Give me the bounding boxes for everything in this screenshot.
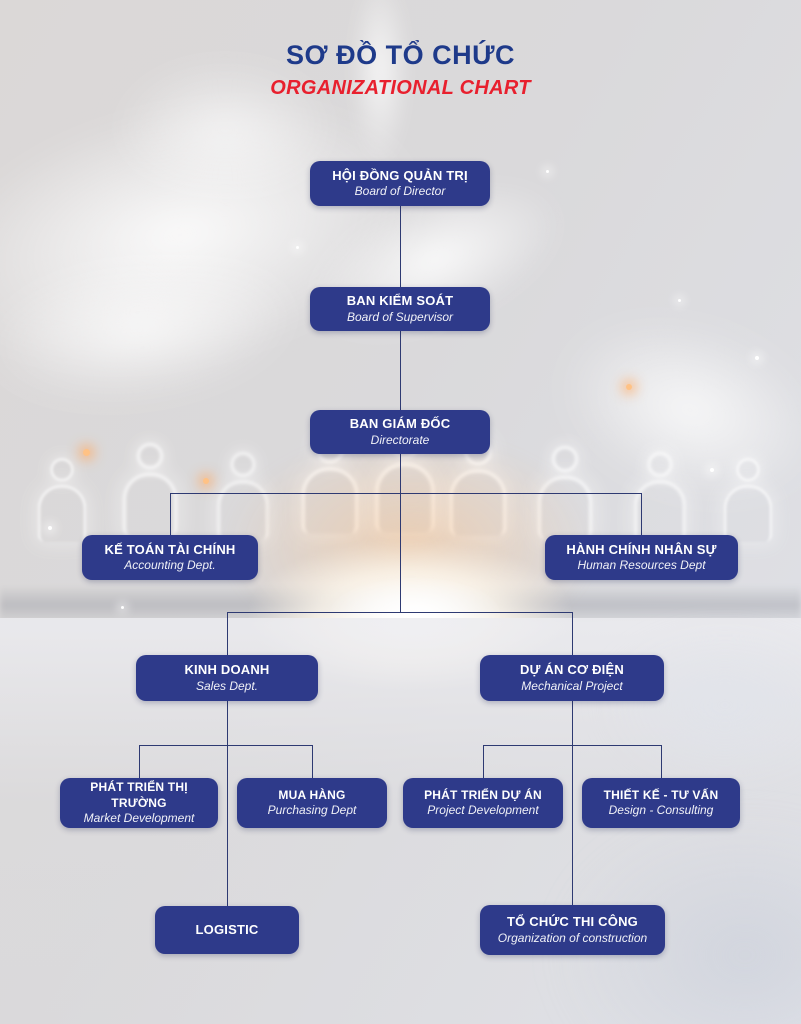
connector-line [139, 745, 140, 778]
sparkle [203, 478, 209, 484]
light-burst-core [330, 578, 500, 650]
node-subtitle-en: Sales Dept. [195, 678, 259, 693]
org-node-accounting-dept: KẾ TOÁN TÀI CHÍNH Accounting Dept. [82, 535, 258, 580]
node-subtitle-en: Board of Supervisor [346, 309, 454, 324]
node-subtitle-en: Project Development [427, 803, 539, 818]
org-node-board-of-supervisor: BAN KIỂM SOÁT Board of Supervisor [310, 287, 490, 331]
sparkle [710, 468, 714, 472]
connector-line [483, 745, 484, 778]
org-node-purchasing-dept: MUA HÀNG Purchasing Dept [237, 778, 387, 828]
node-subtitle-en: Human Resources Dept [577, 558, 706, 573]
connector-line [170, 493, 171, 535]
connector-line [312, 745, 313, 778]
connector-line [572, 612, 573, 655]
org-node-sales-dept: KINH DOANH Sales Dept. [136, 655, 318, 701]
connector-line [227, 700, 228, 906]
node-title-vi: LOGISTIC [195, 921, 259, 937]
sparkle [626, 384, 632, 390]
org-node-directorate: BAN GIÁM ĐỐC Directorate [310, 410, 490, 454]
page-title: SƠ ĐỒ TỔ CHỨC [286, 40, 515, 70]
node-title-vi: HÀNH CHÍNH NHÂN SỰ [566, 541, 717, 557]
org-node-market-development: PHÁT TRIỂN THỊ TRƯỜNG Market Development [60, 778, 218, 828]
node-title-vi: DỰ ÁN CƠ ĐIỆN [520, 662, 624, 678]
org-node-organization-of-construction: TỔ CHỨC THI CÔNG Organization of constru… [480, 905, 665, 955]
bg-blob [600, 625, 801, 785]
connector-line [400, 206, 401, 287]
node-title-vi: THIẾT KẾ - TƯ VẤN [603, 787, 719, 802]
org-node-board-of-director: HỘI ĐỒNG QUẢN TRỊ Board of Director [310, 161, 490, 206]
person-silhouette [217, 452, 269, 541]
connector-line [483, 745, 661, 746]
warm-glow [220, 430, 600, 660]
connector-line [400, 330, 401, 410]
org-node-mechanical-project: DỰ ÁN CƠ ĐIỆN Mechanical Project [480, 655, 664, 701]
node-subtitle-en: Design - Consulting [608, 803, 714, 818]
node-subtitle-en: Accounting Dept. [124, 558, 216, 573]
org-node-project-development: PHÁT TRIỂN DỰ ÁN Project Development [403, 778, 563, 828]
node-title-vi: KINH DOANH [184, 662, 270, 678]
node-title-vi: KẾ TOÁN TÀI CHÍNH [104, 541, 236, 557]
person-silhouette [634, 452, 686, 541]
sparkle [48, 526, 52, 530]
org-node-human-resources-dept: HÀNH CHÍNH NHÂN SỰ Human Resources Dept [545, 535, 738, 580]
connector-line [227, 612, 228, 655]
person-silhouette [37, 458, 87, 542]
node-title-vi: HỘI ĐỒNG QUẢN TRỊ [332, 167, 468, 183]
node-subtitle-en: Directorate [370, 432, 430, 447]
hand-silhouette [0, 55, 452, 415]
org-node-design-consulting: THIẾT KẾ - TƯ VẤN Design - Consulting [582, 778, 740, 828]
bg-blob [535, 287, 801, 533]
connector-line [227, 612, 572, 613]
node-subtitle-en: Purchasing Dept [267, 803, 357, 818]
node-subtitle-en: Organization of construction [497, 930, 648, 945]
node-subtitle-en: Market Development [83, 811, 195, 826]
node-title-vi: BAN KIỂM SOÁT [346, 293, 454, 309]
person-silhouette [723, 458, 773, 542]
node-title-vi: PHÁT TRIỂN DỰ ÁN [424, 787, 542, 802]
sparkle [678, 299, 681, 302]
connector-line [641, 493, 642, 535]
node-title-vi: MUA HÀNG [278, 787, 346, 802]
connector-line [139, 745, 312, 746]
sparkle [296, 246, 299, 249]
connector-line [170, 493, 641, 494]
connector-line [400, 454, 401, 612]
org-node-logistic: LOGISTIC [155, 906, 299, 954]
node-subtitle-en: Board of Director [354, 184, 446, 199]
page-subtitle: ORGANIZATIONAL CHART [270, 77, 531, 99]
sparkle [83, 449, 90, 456]
node-title-vi: PHÁT TRIỂN THỊ TRƯỜNG [90, 779, 188, 810]
chart-header: SƠ ĐỒ TỔ CHỨC ORGANIZATIONAL CHART [0, 40, 801, 100]
connector-line [572, 700, 573, 905]
sparkle [546, 170, 549, 173]
bg-blob [0, 233, 309, 427]
sparkle [755, 356, 759, 360]
node-title-vi: BAN GIÁM ĐỐC [349, 416, 451, 432]
sparkle [121, 606, 124, 609]
node-subtitle-en: Mechanical Project [521, 678, 623, 693]
connector-line [661, 745, 662, 778]
node-title-vi: TỔ CHỨC THI CÔNG [507, 914, 638, 930]
person-silhouette [123, 443, 177, 536]
